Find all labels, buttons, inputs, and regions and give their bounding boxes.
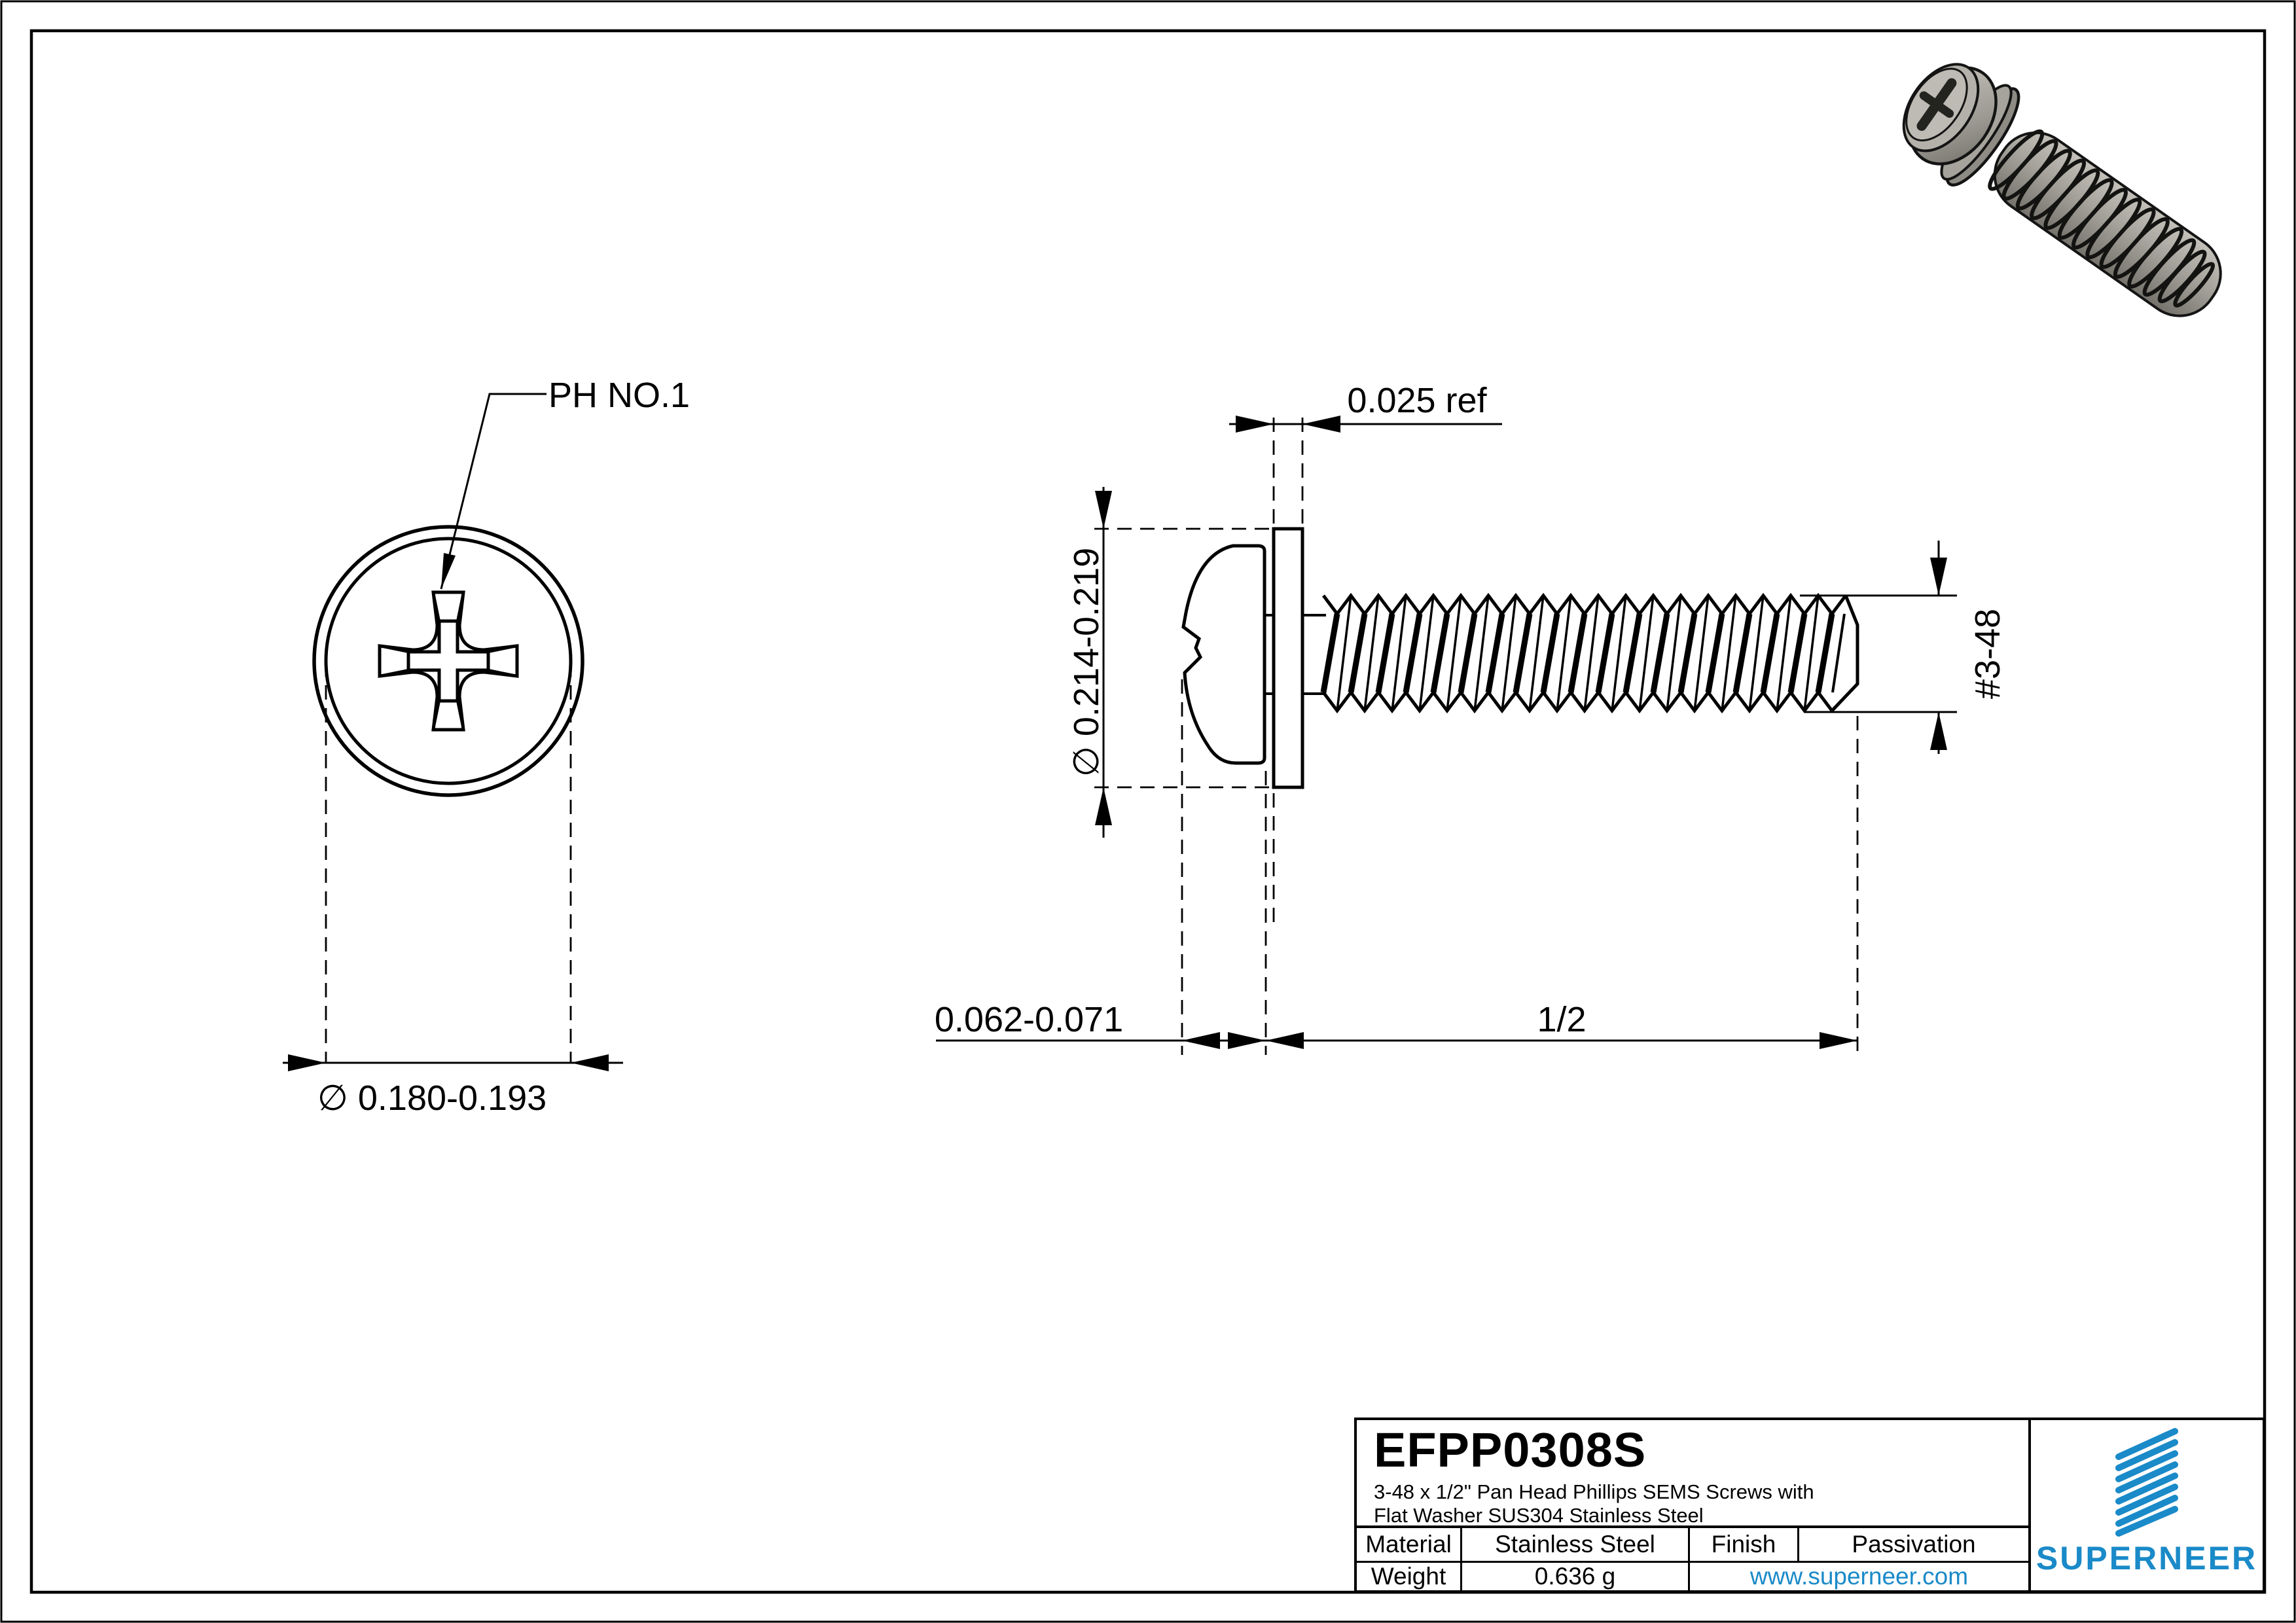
thread-size-extension-lines [1800,594,1957,713]
callout-leader-line [440,393,547,590]
weight-label: Weight [1357,1561,1462,1590]
drawing-frame [29,29,2267,1594]
head-diameter-dimension: ∅ 0.180-0.193 [317,1079,547,1118]
part-description-line2: Flat Washer SUS304 Stainless Steel [1374,1504,1704,1525]
washer-outline-circle [312,525,584,797]
washer-od-extension-lines [1094,527,1272,789]
side-view [936,414,1957,1055]
phillips-outer-outline [378,590,519,732]
title-block-header: EFPP0308S 3-48 x 1/2" Pan Head Phillips … [1357,1420,2028,1526]
dim-arrowhead-icon [1228,1032,1266,1049]
flat-washer-profile [1272,527,1304,789]
head-outline-circle [324,537,573,785]
title-block-left-section: EFPP0308S 3-48 x 1/2" Pan Head Phillips … [1357,1420,2031,1590]
website-link[interactable]: www.superneer.com [1690,1561,2028,1590]
dim-arrowhead-icon [1266,1032,1304,1049]
dim-arrowhead-icon [1182,1032,1220,1049]
dim-arrowhead-icon [1095,491,1112,529]
brand-cell: SUPERNEER [2031,1420,2263,1590]
dim-arrowhead-icon [1302,416,1340,433]
phillips-recess [378,590,519,732]
thread-flank-lines-thin [1336,595,1820,711]
thread-flank-lines-heavy [1320,613,1835,693]
head-height-dimension: 0.062-0.071 [935,1000,1123,1039]
washer-thickness-dimension: 0.025 ref [1347,381,1487,420]
washer-thickness-extension-lines [1272,414,1304,524]
phillips-chamfer-lines [379,592,518,730]
thread-crest-bottom [1322,689,1833,714]
title-block: EFPP0308S 3-48 x 1/2" Pan Head Phillips … [1354,1418,2265,1593]
superneer-logo-icon [2115,1428,2178,1537]
dim-arrowhead-icon [1820,1032,1857,1049]
dim-arrowhead-icon [1095,787,1112,825]
finish-label: Finish [1690,1528,1799,1561]
spec-table: Material Stainless Steel Finish Passivat… [1357,1525,2028,1590]
shank-neck-lines [1265,614,1326,695]
bottom-extension-lines [1181,679,1859,1055]
brand-name: SUPERNEER [2036,1540,2258,1577]
screw-3d-render [1902,63,2222,317]
finish-value: Passivation [1852,1531,1976,1558]
thread-crest-top [1322,592,1847,617]
thread-size-dimension: #3-48 [1968,609,2007,699]
front-extension-lines [325,662,572,1063]
weight-value: 0.636 g [1462,1561,1690,1590]
leader-arrowhead-icon [441,553,456,589]
thread-end-flank [1831,613,1846,693]
phillips-inner-cross [406,619,490,703]
thread-end-chamfer [1831,595,1859,712]
part-description-line1: 3-48 x 1/2" Pan Head Phillips SEMS Screw… [1374,1480,1814,1503]
dim-arrowhead-icon [288,1054,326,1071]
dim-arrowhead-icon [1930,712,1947,750]
phillips-size-callout: PH NO.1 [548,376,690,415]
front-view [283,393,623,1071]
thread-length-dimension: 1/2 [1537,1000,1586,1039]
dim-arrowhead-icon [1930,558,1947,596]
dim-arrowhead-icon [1236,416,1274,433]
washer-od-dimension: ∅ 0.214-0.219 [1067,548,1106,777]
part-number: EFPP0308S [1374,1423,1647,1477]
material-label: Material [1357,1528,1462,1561]
dim-arrowhead-icon [571,1054,609,1071]
pan-head-profile [1181,544,1266,765]
material-value: Stainless Steel [1462,1528,1690,1561]
